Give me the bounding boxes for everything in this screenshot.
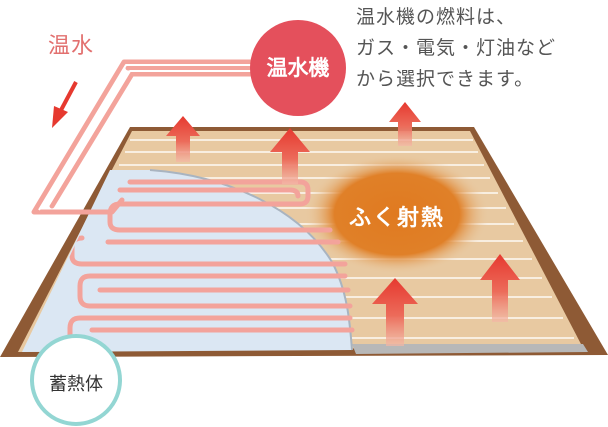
heat-up-arrow-icon: [270, 128, 310, 184]
supply-pipes-inner: [38, 64, 252, 211]
heat-up-arrow-icon: [166, 116, 200, 162]
fuel-caption: 温水機の燃料は、 ガス・電気・灯油など から選択できます。: [356, 2, 556, 95]
heat-up-arrow-icon: [389, 102, 421, 146]
hot-water-label: 温水: [48, 34, 95, 59]
heat-storage-circle: [30, 334, 122, 426]
heating-pipes: [67, 179, 355, 339]
heat-storage-label: 蓄熱体: [49, 374, 103, 395]
floor-edge: [352, 344, 588, 354]
boiler-circle: [250, 20, 346, 116]
boiler-label: 温水機: [266, 56, 330, 80]
radiant-heat-glow: [305, 154, 489, 274]
radiant-heat-label: ふく射熱: [348, 206, 445, 231]
caption-line: ガス・電気・灯油など: [356, 37, 557, 59]
heat-arrows: [166, 102, 520, 346]
heat-up-arrow-icon: [372, 278, 418, 346]
supply-pipes: [31, 59, 255, 215]
caption-line: 温水機の燃料は、: [356, 6, 517, 28]
arrow-down-left-icon: [52, 81, 78, 128]
caption-line: から選択できます。: [356, 68, 535, 90]
heat-up-arrow-icon: [480, 254, 520, 322]
